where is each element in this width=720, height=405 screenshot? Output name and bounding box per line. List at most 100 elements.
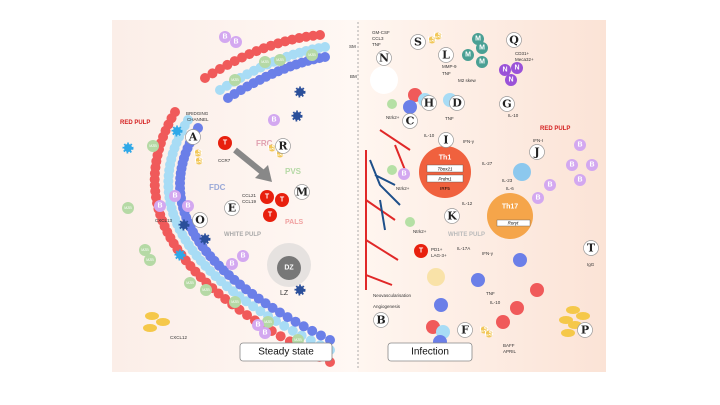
mzb-label: MZB (261, 60, 269, 64)
dendritic-cell (294, 284, 306, 296)
b-cell-label: B (233, 39, 238, 46)
plasma-cell (559, 316, 573, 324)
t-cell-label: T (280, 197, 285, 204)
tnf-label-2: TNF (445, 116, 454, 121)
steady-labels: RED PULP BRIDGING CHANNEL FRC FDC PVS PA… (120, 111, 303, 340)
ls-cell (195, 157, 203, 165)
ls-cell (428, 36, 436, 44)
macrophage (476, 56, 488, 68)
pericyte (387, 99, 397, 109)
rorgt-label: Rorγt (508, 221, 520, 226)
neutrophil-label: N (514, 65, 519, 72)
t-cell-label: T (268, 212, 273, 219)
b-cell-label: B (589, 162, 594, 169)
mzb-cell (229, 74, 241, 86)
ls-cell-label: LS (480, 327, 489, 334)
t-cell (263, 208, 277, 222)
b-cell (219, 31, 231, 43)
plasma-cell (566, 306, 580, 314)
blue-vessel-tree (369, 159, 401, 231)
red-pulp-cell (275, 331, 286, 342)
ls-cell-label: LS (268, 145, 277, 152)
infected-cell (513, 253, 527, 267)
letter-d: D (452, 97, 462, 110)
ifng-label-2: IFN-γ (482, 251, 494, 256)
dark-zone (277, 256, 301, 280)
letter-circle-m (294, 184, 310, 200)
red-pulp-label: RED PULP (120, 120, 150, 126)
sm-label: SM (349, 44, 356, 49)
b-cell (586, 159, 598, 171)
b-cell-label: B (240, 253, 245, 260)
marginal-sinus-cell (279, 320, 290, 331)
letter-circle-c (402, 113, 418, 129)
ls-cell (268, 144, 276, 152)
red-pulp-cell (213, 288, 224, 299)
red-pulp-cell (315, 30, 325, 40)
b-cell-label: B (547, 182, 552, 189)
ls-cell (194, 149, 202, 157)
infection-labels: RED PULP WHITE PULP GM-CSF CCL3 TNF SM B… (349, 30, 595, 354)
red-pulp-cell (220, 293, 231, 304)
mzb-cell (259, 56, 271, 68)
ccl21-label: CCL21 (242, 193, 257, 198)
pericyte (387, 165, 397, 175)
b-cell-label: B (401, 171, 406, 178)
b-cell-label: B (577, 142, 582, 149)
mzb-label: MZB (276, 58, 284, 62)
gmcsf-label: GM-CSF (372, 30, 390, 35)
bm-label: BM (350, 74, 357, 79)
b-cell (169, 190, 181, 202)
mzb-cell (262, 316, 274, 328)
mzb-label: MZB (124, 206, 132, 210)
mzb-label: MZB (146, 258, 154, 262)
letter-circle-l (438, 47, 454, 63)
meca32-label: Meca32+ (515, 57, 534, 62)
white-pulp-label: WHITE PULP (224, 232, 261, 238)
letter-m: M (296, 186, 308, 199)
b-cell (226, 258, 238, 270)
macrophage (476, 42, 488, 54)
macrophage-label: M (479, 59, 485, 66)
infected-cell (471, 273, 485, 287)
ls-cell-label: LS (428, 37, 437, 44)
il27-label: IL-27 (482, 161, 493, 166)
letter-a: A (188, 131, 198, 144)
letter-circle-a (185, 129, 201, 145)
letter-circle-j (529, 144, 545, 160)
marginal-metallophilic-cell (260, 298, 271, 309)
letter-s: S (414, 36, 422, 49)
th1-title: Th1 (439, 155, 452, 162)
pd1-label: PD1+ (431, 247, 443, 252)
angiogenesis-label: Angiogenesis (373, 304, 401, 309)
red-pulp-cell (222, 59, 233, 70)
irf5-label: IRF5 (440, 186, 450, 191)
red-vessel-tree (365, 129, 411, 290)
gm-tnf-label: TNF (372, 42, 381, 47)
letter-circle-e (224, 200, 240, 216)
letter-p: P (581, 324, 589, 337)
mzb-label: MZB (308, 53, 316, 57)
ls-cell-label: LS (276, 151, 285, 158)
letter-k: K (447, 210, 457, 223)
steady-state-button[interactable]: Steady state (239, 342, 333, 362)
lz-label: LZ (280, 290, 289, 297)
letter-c: C (406, 115, 415, 128)
b-cell (252, 319, 264, 331)
marginal-metallophilic-cell (274, 307, 285, 318)
il10-label-2: IL-10 (508, 113, 519, 118)
infection-button[interactable]: Infection (387, 342, 473, 362)
migration-arrowhead (255, 165, 272, 182)
b-cell (398, 168, 410, 180)
marginal-metallophilic-cell (315, 330, 326, 341)
letter-circle-p (577, 322, 593, 338)
t-cell (275, 193, 289, 207)
inos-macrophage (427, 268, 445, 286)
mzb-cell (306, 49, 318, 61)
t-cell-label: T (223, 140, 228, 147)
letter-circle-k (444, 208, 460, 224)
dendritic-cell (199, 233, 211, 245)
letter-o: O (195, 214, 205, 227)
